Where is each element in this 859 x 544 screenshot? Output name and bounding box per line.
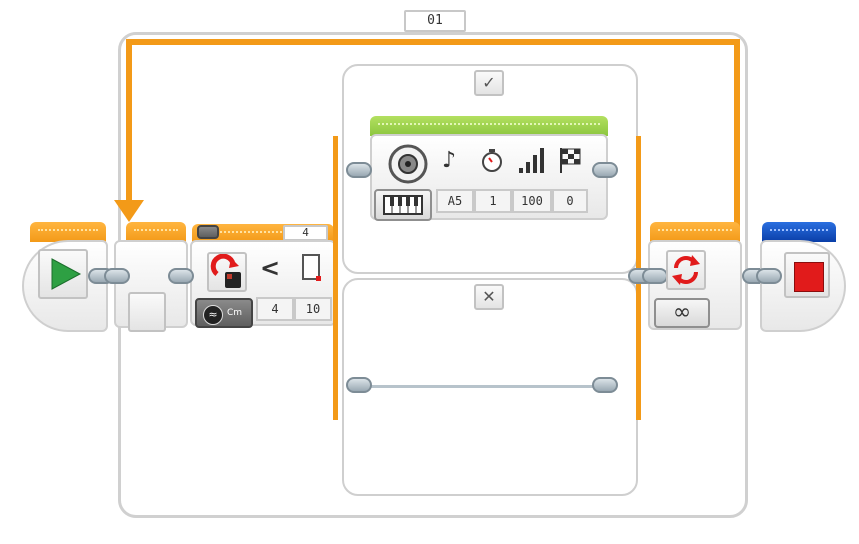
note-icon: ♪: [442, 148, 457, 173]
start-block-header: [30, 222, 106, 242]
loop-end-input-plug: [642, 268, 668, 284]
compare-symbol: <: [259, 254, 281, 282]
loop-count-mode-button[interactable]: ∞: [654, 298, 710, 328]
threshold-icon: [302, 254, 321, 281]
port-selector-icon[interactable]: [197, 225, 219, 239]
loop-end-header: [650, 222, 740, 242]
false-case-tab[interactable]: ✕: [474, 284, 504, 310]
sound-block-header: [370, 116, 608, 136]
duration-param[interactable]: 1: [474, 189, 512, 213]
play-type-flag-icon: [558, 146, 584, 178]
sound-input-plug: [346, 162, 372, 178]
speaker-icon: [386, 142, 430, 190]
sound-mode-button[interactable]: [374, 189, 432, 221]
loop-wire-left: [126, 39, 132, 204]
piano-keys-icon: [383, 195, 423, 215]
loop-wire-arrow: [114, 200, 144, 222]
false-case-wire: [356, 385, 602, 388]
loop-wire-top: [126, 39, 738, 45]
loop-interrupt-tab[interactable]: [128, 292, 166, 332]
unit-mode-button[interactable]: ≈ Cm: [195, 298, 253, 328]
start-button[interactable]: [38, 249, 88, 299]
note-param[interactable]: A5: [436, 189, 474, 213]
infinity-icon: ∞: [672, 300, 692, 325]
threshold-param[interactable]: 10: [294, 297, 332, 321]
loop-wire-right: [734, 39, 740, 239]
volume-param[interactable]: 100: [512, 189, 552, 213]
false-case-right-plug: [592, 377, 618, 393]
stop-input-plug: [756, 268, 782, 284]
loop-start-header: [126, 222, 186, 242]
true-case-tab[interactable]: ✓: [474, 70, 504, 96]
distance-icon: ≈: [203, 305, 223, 325]
sound-output-plug: [592, 162, 618, 178]
compare-type-param[interactable]: 4: [256, 297, 294, 321]
play-type-param[interactable]: 0: [552, 189, 588, 213]
loop-repeat-icon: [666, 250, 706, 290]
false-case-left-plug: [346, 377, 372, 393]
unit-label: Cm: [227, 308, 243, 318]
stop-icon: [794, 262, 824, 292]
ultrasonic-input-plug: [168, 268, 194, 284]
play-icon: [51, 258, 82, 290]
loop-start-input-plug: [104, 268, 130, 284]
stop-block-header: [762, 222, 836, 242]
ultrasonic-sensor-icon: [207, 252, 247, 292]
loop-name-label[interactable]: 01: [404, 10, 466, 32]
stop-button[interactable]: [784, 252, 830, 298]
switch-left-rail: [333, 136, 338, 420]
volume-icon: [518, 146, 548, 178]
port-value[interactable]: 4: [283, 225, 328, 241]
duration-timer-icon: [480, 148, 504, 178]
